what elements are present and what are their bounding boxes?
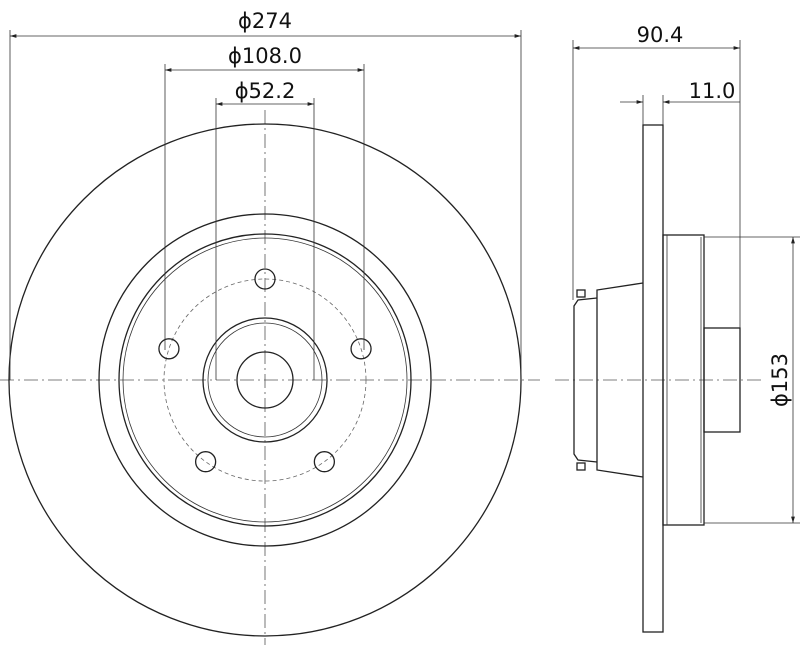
bolt-hole	[350, 338, 372, 360]
bearing-ring	[573, 297, 598, 463]
bolt-hole	[254, 268, 276, 290]
ring-tab-top	[576, 289, 586, 298]
hub-outer-ring	[202, 317, 328, 443]
front-view: ϕ274 ϕ108.0 ϕ52.2	[0, 9, 540, 645]
bolt-hole	[194, 451, 217, 473]
hub-cone	[596, 282, 644, 478]
bolt-circle	[163, 278, 367, 482]
center-bore-diameter-label: ϕ52.2	[235, 79, 296, 103]
center-bore	[236, 351, 294, 409]
hat-step-circle	[118, 233, 412, 527]
hat-outer-circle	[98, 213, 432, 547]
bolt-holes	[158, 268, 372, 473]
bolt-circle-diameter-label: ϕ108.0	[228, 44, 302, 68]
disc-thickness-label: 11.0	[689, 79, 736, 103]
hat-inner-circle	[122, 237, 408, 523]
hub-inner-ring	[207, 322, 323, 438]
outer-diameter-label: ϕ274	[238, 9, 292, 33]
bolt-hole	[158, 338, 180, 360]
hat-diameter-label: ϕ153	[768, 353, 792, 407]
side-view: 90.4 11.0 ϕ153	[555, 23, 800, 633]
disc-plate-section	[642, 124, 664, 633]
ring-tab-bottom	[576, 462, 586, 471]
hub-stub	[703, 327, 741, 433]
bolt-hole	[313, 451, 336, 473]
total-height-label: 90.4	[637, 23, 684, 47]
